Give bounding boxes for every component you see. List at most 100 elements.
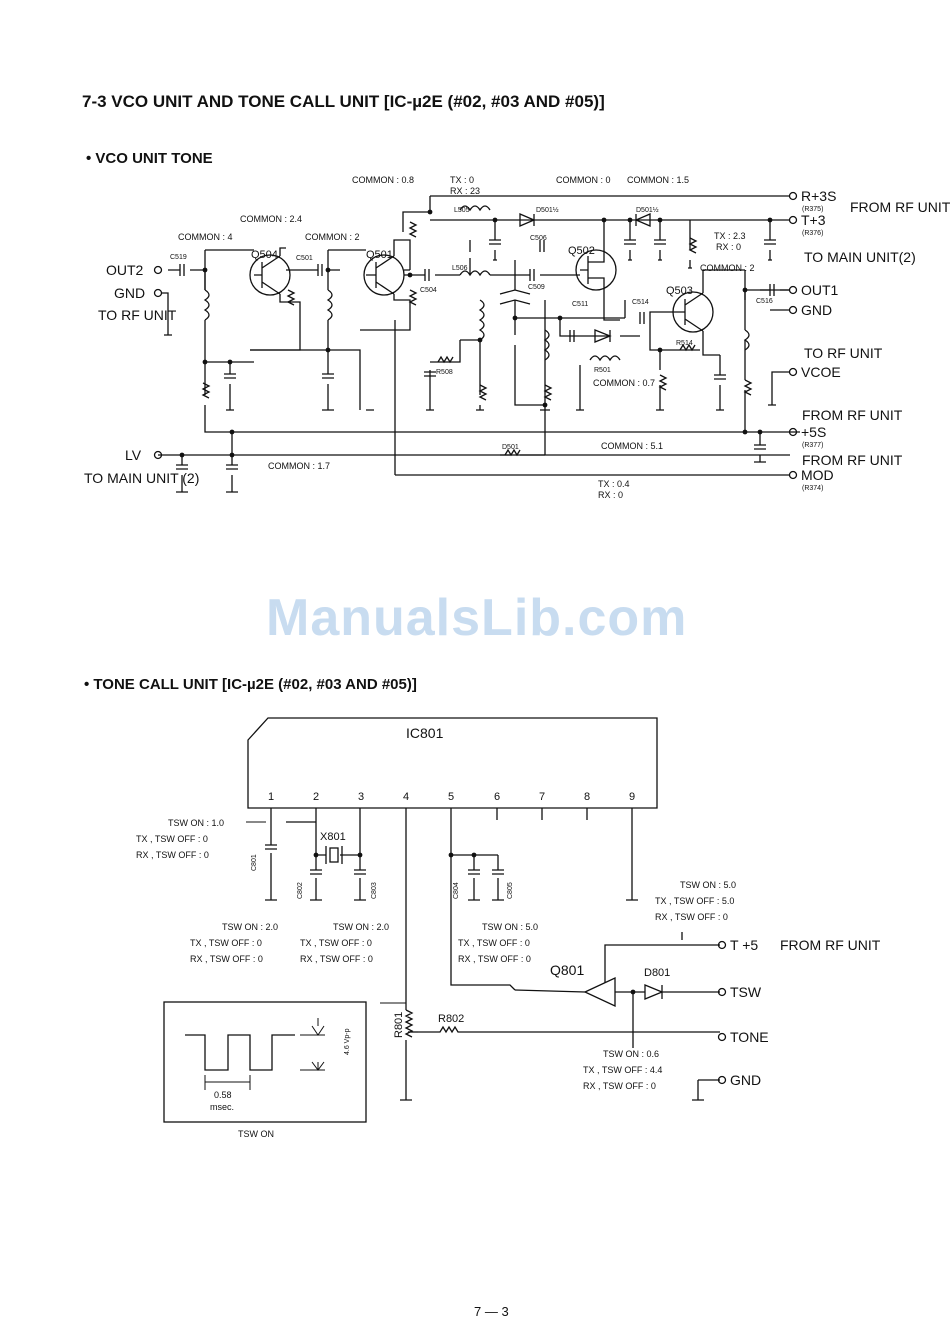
to-main-unit-left-label: TO MAIN UNIT (2): [84, 470, 199, 486]
part-label: Q501: [366, 249, 393, 261]
x801-crystal: [329, 847, 339, 863]
voltage-label: TX , TSW OFF : 0: [136, 834, 208, 844]
vco-section-heading: • VCO UNIT TONE: [86, 150, 213, 167]
part-label: R801: [393, 1012, 405, 1038]
pin-number: 7: [539, 791, 545, 803]
gnd-right-label: GND: [801, 302, 832, 318]
q504-transistor: [249, 254, 291, 296]
out2-terminal: [153, 265, 163, 275]
part-label: C504: [420, 287, 437, 294]
t3-label: T+3: [801, 212, 826, 228]
gnd-label: GND: [730, 1072, 761, 1088]
out1-terminal: [788, 285, 798, 295]
part-label: Q504: [251, 249, 278, 261]
voltage-label: COMMON : 2.4: [240, 214, 302, 224]
mod-ref-label: (R374): [802, 485, 823, 492]
voltage-label: TX , TSW OFF : 0: [458, 938, 530, 948]
mod-terminal: [788, 470, 798, 480]
voltage-label: TX , TSW OFF : 4.4: [583, 1065, 662, 1075]
out1-label: OUT1: [801, 282, 839, 298]
from-rf-unit-right-label: FROM RF UNIT: [850, 199, 950, 215]
gnd-terminal: [717, 1075, 727, 1085]
tone-terminal-labels: T +5 FROM RF UNIT TSW TONE GND: [730, 937, 881, 1088]
tone-label: TONE: [730, 1029, 769, 1045]
vco-terminal-labels: OUT2 GND TO RF UNIT LV TO MAIN UNIT (2) …: [84, 188, 950, 492]
voltage-label: RX , TSW OFF : 0: [300, 954, 373, 964]
gnd-left-label: GND: [114, 285, 145, 301]
part-label: C511: [572, 301, 588, 308]
voltage-label: TX , TSW OFF : 0: [190, 938, 262, 948]
pin-number: 2: [313, 791, 319, 803]
waveform-box: 4.6 Vp-p 0.58 msec. TSW ON: [163, 1001, 367, 1139]
voltage-label: COMMON : 2: [305, 232, 360, 242]
voltage-label: TSW ON : 5.0: [482, 922, 538, 932]
t5-label: T +5: [730, 937, 758, 953]
from-rf-unit-label: FROM RF UNIT: [780, 937, 881, 953]
tsw-label: TSW: [730, 984, 762, 1000]
r3s-ref-label: (R375): [802, 206, 823, 213]
part-label: C514: [632, 299, 649, 306]
lv-label: LV: [125, 447, 142, 463]
pin-number: 8: [584, 791, 590, 803]
pin-number: 1: [268, 791, 274, 803]
vcoe-label: VCOE: [801, 364, 841, 380]
pin-number: 6: [494, 791, 500, 803]
part-label: C803: [371, 882, 378, 899]
voltage-label: COMMON : 0.7: [593, 378, 655, 388]
part-label: C801: [251, 854, 258, 871]
ic801-pins: 1 2 3 4 5 6 7 8 9: [268, 791, 635, 803]
voltage-label: COMMON : 0.8: [352, 175, 414, 185]
watermark: ManualsLib.com: [266, 589, 688, 647]
part-label: Q801: [550, 962, 584, 978]
voltage-label: TX : 0.4: [598, 479, 630, 489]
voltage-label: TX : 0: [450, 175, 474, 185]
out2-label: OUT2: [106, 262, 144, 278]
part-label: D501: [502, 444, 519, 451]
voltage-label: RX : 23: [450, 186, 480, 196]
pin-number: 3: [358, 791, 364, 803]
voltage-label: RX , TSW OFF : 0: [136, 850, 209, 860]
ic801-body: [247, 717, 658, 809]
vco-part-labels: Q504 Q501 Q502 Q503 C519 C501 C504 C506 …: [170, 206, 773, 451]
to-main-unit-right-label: TO MAIN UNIT(2): [804, 249, 916, 265]
voltage-label: RX , TSW OFF : 0: [190, 954, 263, 964]
tsw-terminal: [717, 987, 727, 997]
r3s-terminal: [788, 191, 798, 201]
t3-terminal: [788, 215, 798, 225]
voltage-label: COMMON : 1.7: [268, 461, 330, 471]
voltage-label: COMMON : 4: [178, 232, 233, 242]
t5-terminal: [717, 940, 727, 950]
voltage-label: COMMON : 2: [700, 263, 755, 273]
tone-terminal: [717, 1032, 727, 1042]
waveform-period: 0.58: [214, 1090, 232, 1100]
d801-diode: [644, 984, 664, 1000]
vco-voltage-labels: COMMON : 0.8 TX : 0 RX : 23 COMMON : 0 C…: [178, 175, 755, 500]
voltage-label: TSW ON : 0.6: [603, 1049, 659, 1059]
page-number: 7 — 3: [474, 1304, 509, 1319]
part-label: Q503: [666, 285, 693, 297]
voltage-label: TSW ON : 2.0: [222, 922, 278, 932]
part-label: R501: [594, 367, 611, 374]
waveform-period-unit: msec.: [210, 1102, 234, 1112]
part-label: R514: [676, 340, 693, 347]
from-rf-unit-5s-label: FROM RF UNIT: [802, 407, 903, 423]
pin-number: 4: [403, 791, 409, 803]
voltage-label: TSW ON : 1.0: [168, 818, 224, 828]
to-rf-unit-left-label: TO RF UNIT: [98, 307, 177, 323]
to-rf-unit-right-label: TO RF UNIT: [804, 345, 883, 361]
tone-section-heading: • TONE CALL UNIT [IC-µ2E (#02, #03 AND #…: [84, 676, 417, 693]
voltage-label: TX , TSW OFF : 5.0: [655, 896, 734, 906]
gnd-left-terminal: [153, 288, 163, 298]
part-label: L505: [454, 207, 470, 214]
voltage-label: RX , TSW OFF : 0: [583, 1081, 656, 1091]
part-label: C804: [453, 882, 460, 899]
part-label: D501½: [636, 206, 659, 214]
voltage-label: RX , TSW OFF : 0: [458, 954, 531, 964]
part-label: C516: [756, 298, 773, 305]
voltage-label: TSW ON : 2.0: [333, 922, 389, 932]
part-label: C519: [170, 254, 187, 261]
pin-number: 5: [448, 791, 454, 803]
vco-wiring: [153, 191, 800, 493]
part-label: C506: [530, 235, 547, 242]
vcoe-terminal: [788, 367, 798, 377]
